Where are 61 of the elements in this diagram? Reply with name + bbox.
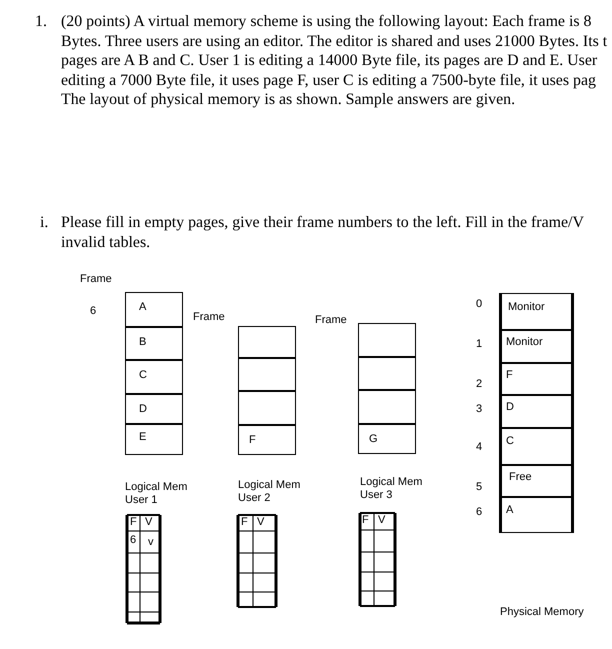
- page-cell: [358, 323, 416, 357]
- column-heading: Frame: [80, 273, 112, 286]
- table-caption: Physical Memory: [500, 606, 584, 619]
- frame-number: 6: [90, 305, 96, 318]
- column-heading: Frame: [315, 314, 347, 327]
- frame-content-label: C: [506, 435, 514, 448]
- page-cell: [358, 424, 416, 454]
- column-heading: V: [145, 516, 152, 529]
- memory-frame-cell: [499, 497, 574, 533]
- frame-content-label: Monitor: [508, 301, 545, 314]
- page-cell: [238, 326, 296, 358]
- page-label: A: [139, 301, 146, 314]
- page-cell: [238, 391, 296, 425]
- page-label: D: [139, 403, 147, 416]
- frame-content-label: Free: [509, 471, 532, 484]
- page-cell: [125, 424, 183, 455]
- memory-frame-cell: [499, 293, 574, 330]
- page-label: G: [369, 433, 378, 446]
- column-heading: V: [257, 516, 264, 529]
- column-heading: V: [378, 514, 386, 527]
- frame-content-label: Monitor: [506, 336, 543, 349]
- frame-number: 2: [476, 378, 482, 391]
- table-caption: Logical Mem User 3: [360, 476, 424, 502]
- page-cell: [238, 358, 296, 391]
- frame-content-label: A: [506, 504, 514, 517]
- page-cell: [125, 394, 183, 424]
- memory-frame-cell: [499, 428, 574, 465]
- page-label: C: [139, 369, 147, 382]
- page-cell: [125, 360, 183, 394]
- page-cell: [238, 425, 296, 455]
- memory-frame-cell: [499, 465, 574, 497]
- table-value: 6: [130, 534, 136, 547]
- page-cell: [358, 390, 416, 424]
- table-caption: Logical Mem User 2: [238, 479, 302, 505]
- page-cell: [125, 327, 183, 360]
- column-heading: Frame: [193, 311, 225, 324]
- page-cell: [358, 357, 416, 390]
- frame-number: 6: [476, 506, 482, 519]
- memory-frame-cell: [499, 395, 574, 428]
- page-label: E: [139, 431, 146, 444]
- table-value: v: [148, 536, 154, 549]
- frame-content-label: D: [506, 401, 514, 414]
- memory-frame-cell: [499, 363, 574, 395]
- frame-number: 5: [476, 481, 482, 494]
- page-label: F: [249, 434, 256, 447]
- frame-number: 4: [476, 441, 482, 454]
- item-number: i.: [40, 213, 48, 232]
- frame-number: 3: [476, 403, 482, 416]
- column-heading: F: [362, 514, 369, 527]
- memory-frame-cell: [499, 330, 574, 363]
- page-cell: [125, 292, 183, 327]
- table-caption: Logical Mem User 1: [125, 481, 188, 507]
- question-text: (20 points) A virtual memory scheme is using the following layout: Each frame is 8 Bytes. Three users are using an editor. The editor is shared and uses 21000 Bytes. Its t pages are A B and C. User 1 is editing a 14000 Byte file, its pages are D and E. User editing a 7000 Byte file, it uses page F, user C is editing a 7500-byte file, it uses pag The layout of physical memory is as shown. Sample answers are given.: [61, 12, 608, 110]
- instruction-text: Please fill in empty pages, give their frame numbers to the left. Fill in the frame/V invalid tables.: [61, 213, 585, 252]
- question-number: 1.: [35, 12, 47, 32]
- frame-content-label: F: [506, 369, 513, 382]
- frame-number: 1: [476, 338, 482, 351]
- column-heading: F: [241, 516, 248, 529]
- page-label: B: [139, 336, 146, 349]
- frame-number: 0: [476, 298, 482, 311]
- column-heading: F: [130, 516, 137, 529]
